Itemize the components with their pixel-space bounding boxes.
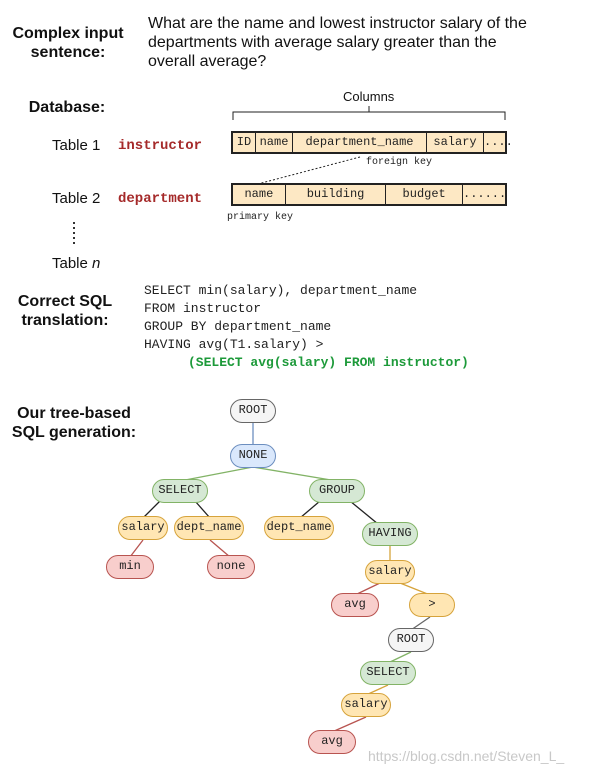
tree-node-root: ROOT (230, 399, 276, 423)
table-n-label: Table n (52, 255, 101, 272)
tree-node-greater-than: > (409, 593, 455, 617)
table2-label: Table 2 (52, 190, 101, 207)
tree-node-avg: avg (308, 730, 356, 754)
complex-input-label: Complex input sentence: (12, 25, 124, 61)
tree-node-dept-name: dept_name (174, 516, 244, 540)
tree-node-none: NONE (230, 444, 276, 468)
tree-node-select: SELECT (360, 661, 416, 685)
col-building: building (286, 185, 387, 204)
table1-name: instructor (118, 138, 203, 154)
foreign-key-label: foreign key (366, 157, 433, 168)
primary-key-label: primary key (227, 212, 294, 223)
department-table: name building budget ...... (231, 183, 507, 206)
col-name: name (233, 185, 286, 204)
tree-node-salary: salary (365, 560, 415, 584)
col-more: .... (484, 135, 513, 149)
instructor-table: ID name department_name salary .... (231, 131, 513, 154)
input-sentence: What are the name and lowest instructor … (148, 15, 527, 70)
col-budget: budget (386, 185, 463, 204)
tree-node-dept-name: dept_name (264, 516, 334, 540)
tree-based-label: Our tree-based SQL generation: (11, 405, 137, 441)
columns-label: Columns (343, 89, 395, 104)
tree-node-group: GROUP (309, 479, 365, 503)
tree-node-min: min (106, 555, 154, 579)
sql-line-3: GROUP BY department_name (144, 319, 332, 334)
tree-node-select: SELECT (152, 479, 208, 503)
col-id: ID (233, 133, 256, 152)
col-salary: salary (427, 133, 484, 152)
tree-node-avg: avg (331, 593, 379, 617)
database-label: Database: (28, 99, 106, 116)
table-n-variable: n (92, 255, 101, 272)
sql-line-1: SELECT min(salary), department_name (144, 283, 418, 298)
tree-node-salary: salary (118, 516, 168, 540)
sql-line-2: FROM instructor (144, 301, 262, 316)
col-department-name: department_name (293, 133, 427, 152)
tree-node-having: HAVING (362, 522, 418, 546)
sql-subquery: (SELECT avg(salary) FROM instructor) (188, 355, 469, 370)
table2-name: department (118, 191, 203, 207)
tree-node-none-leaf: none (207, 555, 255, 579)
vertical-ellipsis (73, 222, 75, 244)
watermark: https://blog.csdn.net/Steven_L_ (368, 748, 565, 764)
col-more: ...... (463, 187, 507, 201)
sql-line-4: HAVING avg(T1.salary) > (144, 337, 324, 352)
correct-sql-label: Correct SQL translation: (17, 293, 113, 329)
table1-label: Table 1 (52, 137, 101, 154)
tree-node-root: ROOT (388, 628, 434, 652)
tree-node-salary: salary (341, 693, 391, 717)
col-name: name (256, 133, 293, 152)
